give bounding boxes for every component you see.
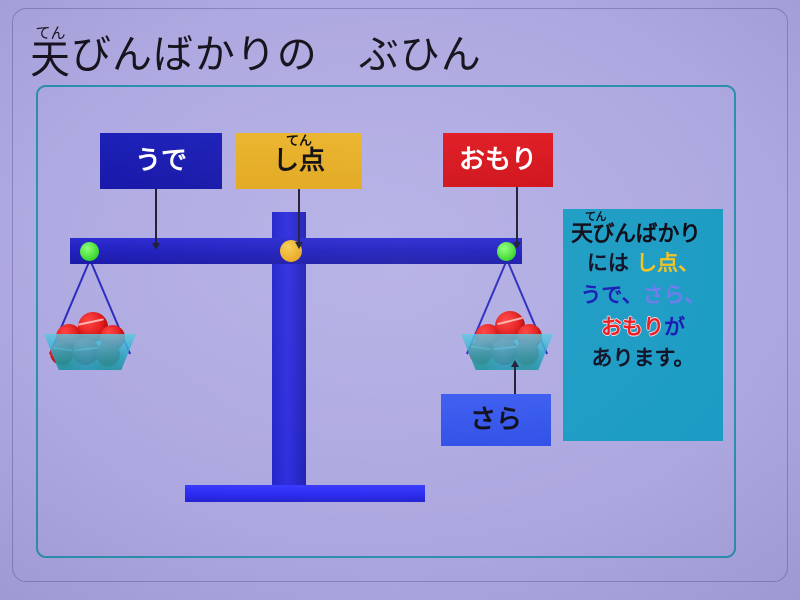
right-pan-dish [461,334,553,370]
title-ruby-group: てん 天 [30,26,71,83]
label-shiten-text: し点 [272,146,325,176]
left-pan-dish [44,334,136,370]
label-sara[interactable]: さら [441,394,551,446]
pointer-sara [514,366,516,396]
title-kanji: 天 [30,37,71,83]
label-omori-text: おもり [458,145,537,175]
title-rest: びんばかりの ぶひん [71,32,482,78]
info-panel-segment: し点、 [636,251,700,276]
label-ude-text: うで [134,146,187,176]
label-shiten[interactable]: てん し点 [236,133,362,189]
info-panel-line: あります。 [569,345,717,373]
info-panel-segment: には [586,251,637,276]
info-panel-segment: うで、 [580,282,643,307]
label-shiten-ruby-group: てん し点 [272,135,325,176]
left-pan [44,300,136,370]
right-pan [461,300,553,370]
info-panel-segment: おもり [601,314,664,339]
info-panel-body: には し点、うで、さら、おもりがあります。 [569,250,717,373]
info-panel-line: うで、さら、 [569,282,717,310]
info-panel-heading-text: 天びんばかり [571,222,701,247]
pointer-shiten [298,189,300,243]
info-panel-heading: てん 天びんばかり [571,211,717,247]
pointer-omori [516,187,518,243]
info-panel-segment: さら、 [642,282,706,307]
info-panel-line: には し点、 [569,250,717,278]
scale-base [185,485,425,502]
label-ude[interactable]: うで [100,133,222,189]
pointer-ude [155,189,157,244]
info-panel-segment: あります。 [591,346,695,371]
label-shiten-furigana: てん [285,134,312,149]
content-frame [36,85,736,558]
page-title: てん 天 びんばかりの ぶひん [30,22,482,83]
outer-board-frame [12,8,788,582]
info-panel-line: おもりが [569,314,717,342]
label-sara-text: さら [469,405,522,435]
label-omori[interactable]: おもり [443,133,553,187]
info-panel: てん 天びんばかり には し点、うで、さら、おもりがあります。 [563,209,723,441]
left-pivot-dot-icon [80,242,99,261]
right-pivot-dot-icon [497,242,516,261]
info-panel-heading-furigana: てん [585,210,607,223]
info-panel-segment: が [664,314,685,339]
title-furigana: てん [35,24,66,42]
